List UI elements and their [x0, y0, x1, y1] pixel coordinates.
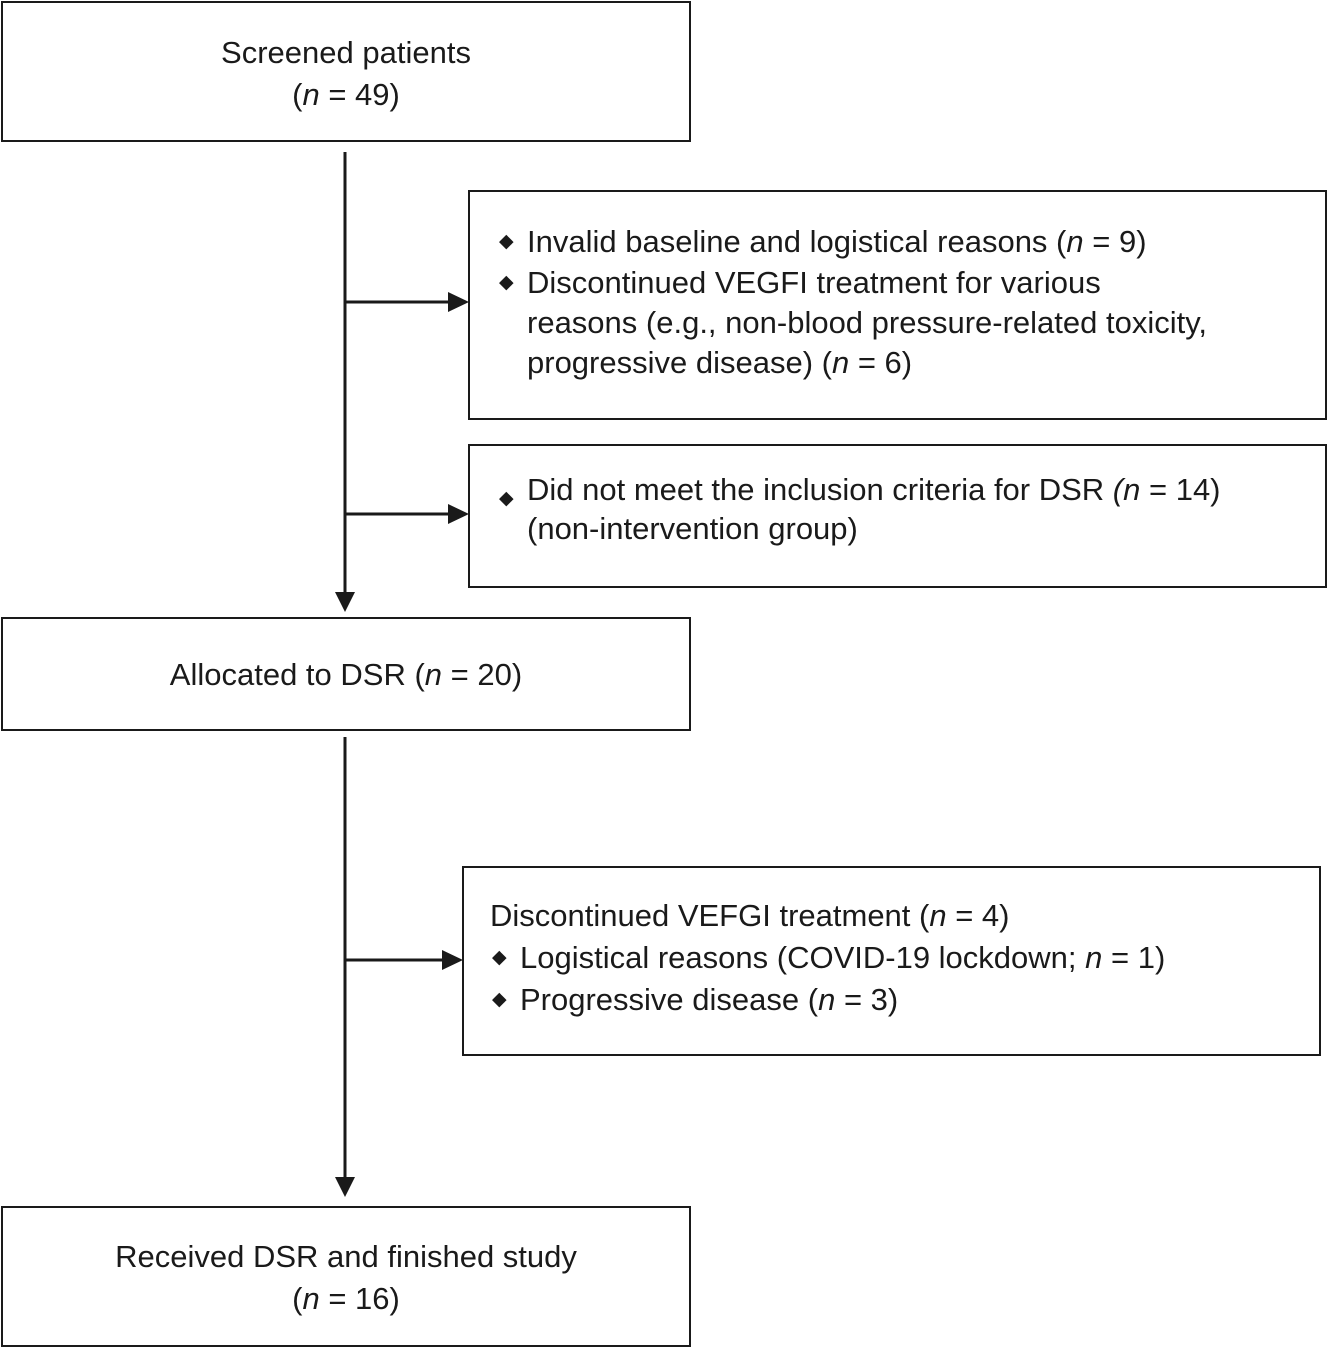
screened-patients-count: (n = 49) — [292, 77, 400, 112]
allocated-dsr-label: Allocated to DSR (n = 20) — [169, 657, 523, 692]
exclusion-box-invalid-discontinued: ◆ Invalid baseline and logistical reason… — [468, 190, 1327, 420]
discontinued-title: Discontinued VEFGI treatment (n = 4) — [490, 898, 1010, 933]
arrow-right-to-exclusion2 — [448, 504, 469, 524]
arrow-right-to-discontinued — [442, 950, 463, 970]
diamond-bullet-icon: ◆ — [492, 989, 507, 1010]
diamond-bullet-icon: ◆ — [499, 272, 514, 293]
allocated-dsr-box: Allocated to DSR (n = 20) — [1, 617, 691, 731]
screened-patients-box: Screened patients (n = 49) — [1, 1, 691, 142]
diamond-bullet-icon: ◆ — [499, 488, 514, 509]
exclusion-item-discontinued-line2: reasons (e.g., non-blood pressure-relate… — [527, 305, 1208, 340]
exclusion-item-discontinued-line3: progressive disease) (n = 6) — [527, 345, 913, 380]
arrow-right-to-exclusion1 — [448, 292, 469, 312]
exclusion-item-discontinued-line1: Discontinued VEGFI treatment for various — [527, 265, 1101, 300]
discontinued-item-progressive: Progressive disease (n = 3) — [520, 982, 899, 1017]
finished-study-box: Received DSR and finished study (n = 16) — [1, 1206, 691, 1347]
exclusion-item-inclusion-line1: Did not meet the inclusion criteria for … — [527, 472, 1221, 507]
arrow-down-to-finished — [335, 1177, 355, 1197]
diamond-bullet-icon: ◆ — [499, 231, 514, 252]
arrow-down-to-allocated — [335, 592, 355, 612]
discontinued-item-logistical: Logistical reasons (COVID-19 lockdown; n… — [520, 940, 1166, 975]
exclusion-item-invalid-baseline: Invalid baseline and logistical reasons … — [527, 224, 1147, 259]
screened-patients-label: Screened patients — [221, 35, 471, 70]
exclusion-box-inclusion-criteria: ◆ Did not meet the inclusion criteria fo… — [468, 444, 1327, 588]
discontinued-treatment-box: Discontinued VEFGI treatment (n = 4) ◆ L… — [462, 866, 1321, 1056]
diamond-bullet-icon: ◆ — [492, 947, 507, 968]
finished-study-label: Received DSR and finished study — [115, 1239, 577, 1274]
exclusion-item-inclusion-line2: (non-intervention group) — [527, 511, 858, 546]
finished-study-count: (n = 16) — [292, 1281, 400, 1316]
